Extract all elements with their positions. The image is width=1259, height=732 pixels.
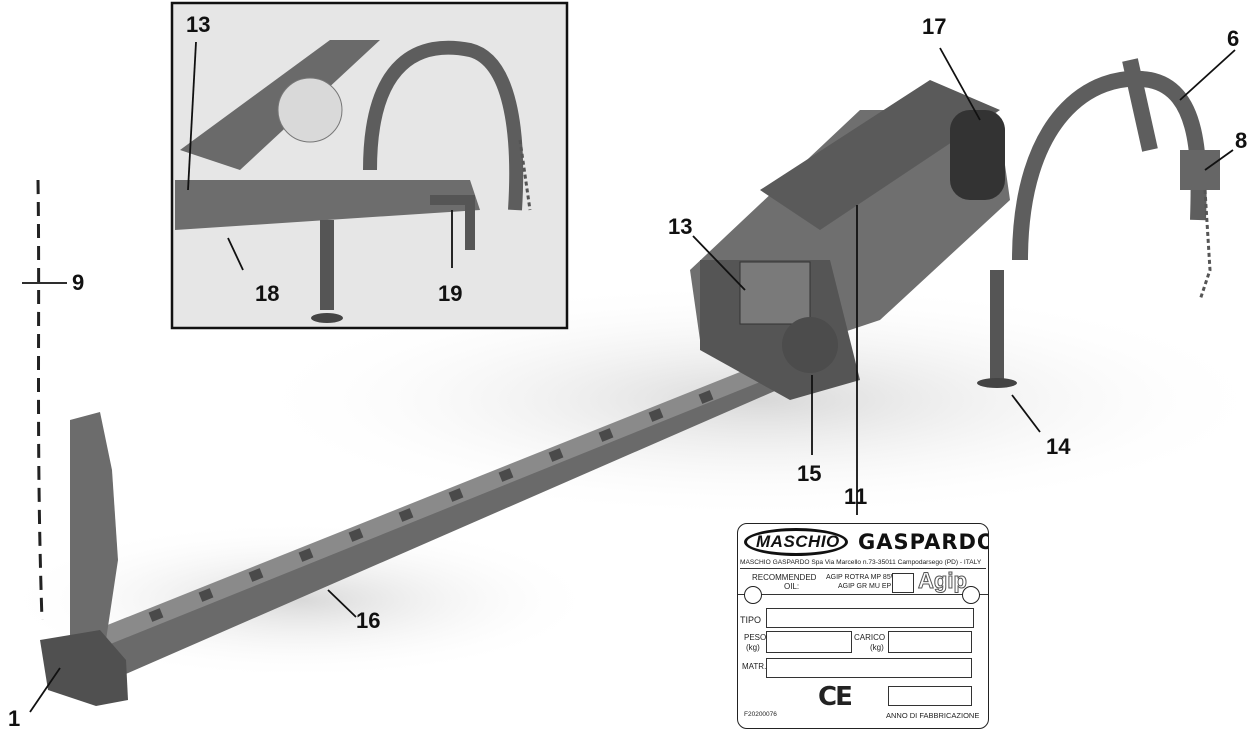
carico-label: CARICO (854, 633, 886, 642)
oil-check-box (892, 573, 914, 593)
leader-lines (22, 41, 1236, 713)
mounting-hole-left (744, 586, 762, 604)
gaspardo-logo: GASPARDO (858, 530, 989, 554)
hitch-pin-mount (1180, 150, 1220, 190)
safety-chain (1198, 189, 1212, 301)
plate-code: F20200076 (744, 711, 777, 718)
callout-13-main: 13 (668, 214, 693, 239)
matr-label: MATR. (742, 662, 767, 671)
inset-photo (170, 1, 569, 330)
callout-17: 17 (922, 14, 947, 39)
carico-field (888, 631, 972, 653)
callout-6: 6 (1227, 26, 1240, 51)
tipo-field (766, 608, 974, 628)
callout-15: 15 (797, 461, 822, 486)
callout-19: 19 (438, 281, 463, 306)
headstock (1012, 58, 1207, 261)
ce-mark: CE (818, 682, 853, 712)
callout-8: 8 (1235, 128, 1248, 153)
peso-field (766, 631, 852, 653)
main-frame (690, 80, 1010, 400)
matr-field (766, 658, 972, 678)
oil-spec-2: AGIP GR MU EP 2 (838, 583, 897, 590)
callout-11: 11 (844, 484, 868, 509)
callout-16: 16 (356, 608, 381, 633)
year-field (888, 686, 972, 706)
mounting-hole-right (962, 586, 980, 604)
manufacturer-address: MASCHIO GASPARDO Spa Via Marcello n.73-3… (740, 559, 986, 569)
tipo-label: TIPO (740, 615, 762, 625)
outer-shoe (40, 412, 128, 706)
carico-unit: (kg) (870, 643, 884, 652)
callout-1: 1 (8, 706, 21, 731)
maschio-logo: MASCHIO (744, 528, 848, 556)
callout-14: 14 (1046, 434, 1071, 459)
peso-label: PESO (744, 633, 767, 642)
peso-unit: (kg) (746, 643, 760, 652)
divider-rod (36, 179, 44, 621)
callout-13-inset: 13 (186, 12, 211, 37)
callout-9: 9 (72, 270, 85, 295)
recommended-label: RECOMMENDED (752, 573, 817, 582)
oil-spec-1: AGIP ROTRA MP 85W/140 (826, 574, 911, 581)
year-label: ANNO DI FABBRICAZIONE (886, 711, 980, 720)
callout-18: 18 (255, 281, 280, 306)
agip-logo: Agip (918, 568, 968, 593)
cutter-bar (92, 370, 800, 680)
oil-label: OIL: (784, 582, 800, 591)
plate-divider (738, 594, 988, 595)
belt-guard (950, 110, 1005, 200)
parking-stand (977, 270, 1017, 388)
identification-plate: MASCHIO GASPARDO MASCHIO GASPARDO Spa Vi… (737, 523, 989, 729)
